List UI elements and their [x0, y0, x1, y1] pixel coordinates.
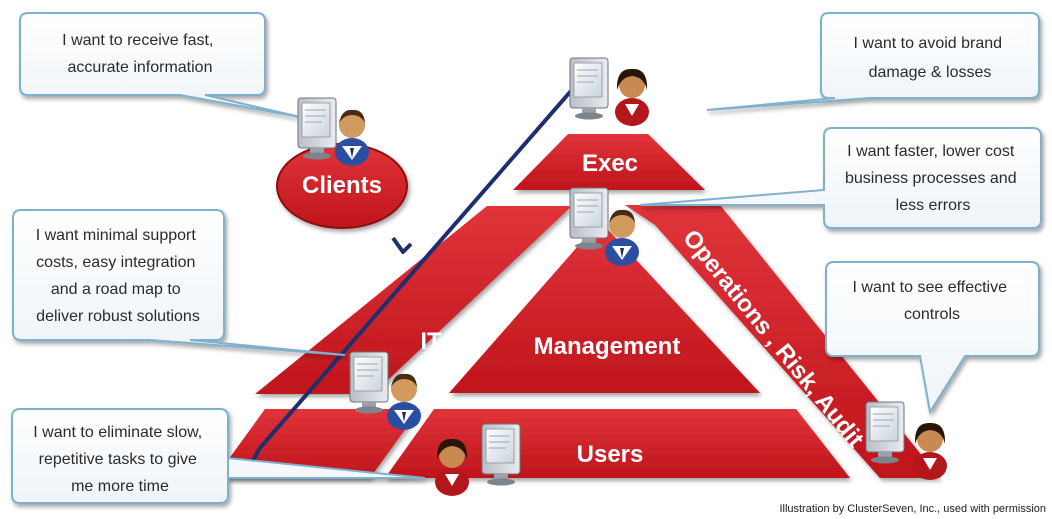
bubble-it-line: I want minimal support — [36, 227, 197, 244]
users-label: Users — [577, 441, 644, 468]
bubble-operations-line: business processes and — [845, 170, 1017, 187]
tier-management — [449, 221, 760, 393]
person-icon — [387, 373, 421, 430]
illustration-credit: Illustration by ClusterSeven, Inc., used… — [779, 503, 1046, 515]
bubble-it-line: and a road map to — [51, 281, 181, 298]
bubble-clients — [19, 12, 301, 118]
bubble-users-line: repetitive tasks to give — [39, 451, 197, 468]
bubble-operations — [639, 127, 1042, 229]
bubble-it — [12, 209, 346, 356]
bubble-exec-line: damage & losses — [869, 64, 992, 81]
bubble-controls-line: controls — [904, 306, 960, 323]
bubble-operations-line: I want faster, lower cost — [847, 143, 1015, 160]
bubble-users — [11, 408, 426, 504]
bracket-notch — [391, 236, 413, 254]
person-icon — [335, 109, 369, 166]
person-icon — [615, 68, 649, 126]
management-label: Management — [534, 333, 681, 360]
bubble-clients-line: accurate information — [68, 59, 213, 76]
tier-operations-risk-audit — [625, 205, 940, 478]
tier-it — [255, 206, 572, 394]
bubble-operations-text: I want faster, lower cost business proce… — [845, 143, 1021, 214]
tier-base-left — [215, 409, 420, 478]
clients-label: Clients — [302, 172, 382, 199]
exec-label: Exec — [582, 150, 638, 177]
bubble-it-line: deliver robust solutions — [36, 308, 200, 325]
bubble-controls — [825, 261, 1040, 415]
bubble-clients-text: I want to receive fast, accurate informa… — [62, 32, 218, 76]
tier-exec — [513, 134, 705, 190]
bubble-clients-line: I want to receive fast, — [62, 32, 213, 49]
bubble-it-line: costs, easy integration — [36, 254, 195, 271]
bubble-exec-text: I want to avoid brand damage & losses — [854, 35, 1007, 81]
bubble-controls-line: I want to see effective — [853, 279, 1008, 296]
bubble-users-line: me more time — [71, 478, 169, 495]
bubble-users-text: I want to eliminate slow, repetitive tas… — [33, 424, 206, 495]
bubble-controls-text: I want to see effective controls — [853, 279, 1012, 323]
bubble-it-text: I want minimal support costs, easy integ… — [36, 227, 201, 325]
computer-monitor-icon — [569, 57, 609, 120]
bubble-users-line: I want to eliminate slow, — [33, 424, 202, 441]
bubble-exec — [706, 12, 1040, 111]
computer-monitor-icon — [349, 351, 389, 414]
exec-stakeholder — [569, 57, 649, 126]
bubble-operations-line: less errors — [896, 197, 971, 214]
bubble-exec-line: I want to avoid brand — [854, 35, 1003, 52]
it-label: IT — [420, 328, 442, 355]
